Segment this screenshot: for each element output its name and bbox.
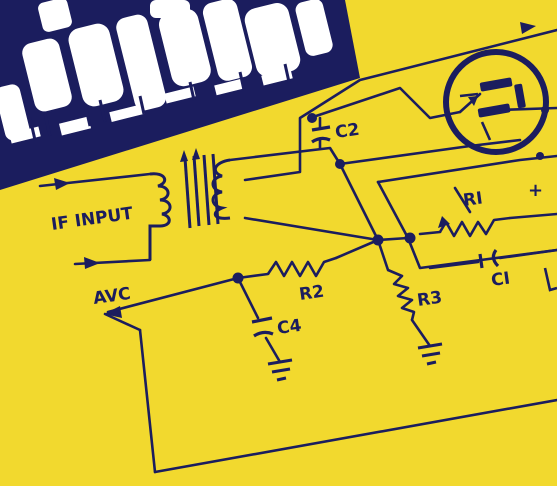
label-c4: C4 [276,316,303,339]
r1-wiper-arrow-icon [438,216,450,228]
ground-icon [417,342,443,366]
label-r2: R2 [298,282,325,305]
vacuum-tube-symbol [443,49,549,155]
capacitor-c4 [251,316,274,338]
resistors [266,216,511,321]
tube-pin-gaps [28,63,291,141]
label-plus: + [528,180,543,201]
ground-symbols [267,342,443,382]
capacitors [251,125,500,338]
tube-banner [0,0,360,190]
resistor-r3 [387,268,416,321]
output-arrow-icon [520,22,536,34]
label-c1: CI [490,269,511,291]
resistor-r1 [438,216,511,238]
capacitor-c2 [311,125,331,144]
avc-arrow-icon [104,306,122,318]
label-c2: C2 [334,120,361,143]
label-r3: R3 [416,288,443,311]
label-r1: RI [462,188,484,211]
transformer-tuning-arrows [180,148,200,162]
resistor-r2 [266,256,337,278]
vacuum-tube-silhouettes [0,0,333,144]
edge-components [543,267,557,292]
signal-arrows [54,22,536,318]
capacitor-c1 [478,249,500,269]
ground-icon [267,358,293,382]
if-input-arrow-icon [54,178,70,190]
input-arrow-icon [84,257,100,269]
if-transformer [148,153,231,260]
